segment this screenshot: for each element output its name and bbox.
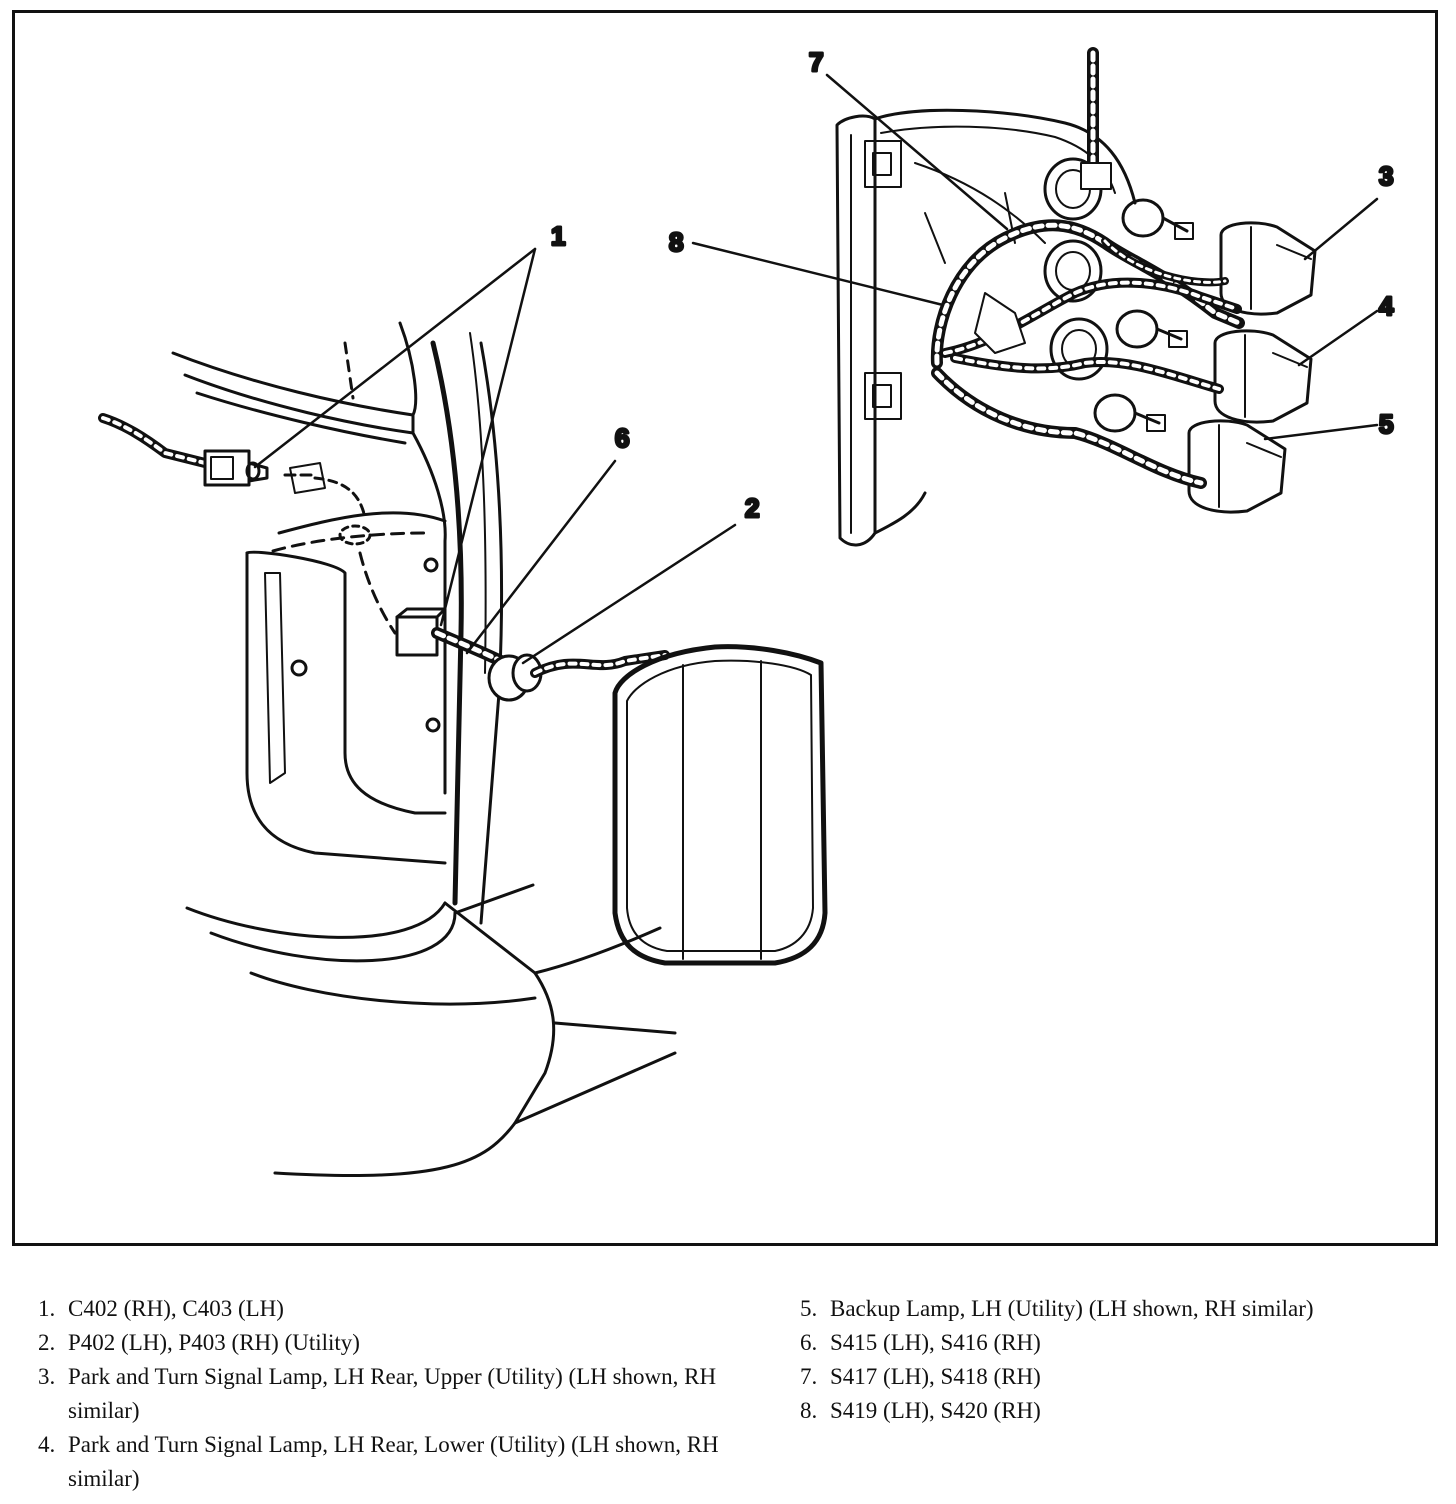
leader-lines	[253, 73, 1379, 665]
vehicle-body	[171, 321, 677, 1178]
socket-housings	[1187, 221, 1317, 514]
callout-2: 2	[745, 493, 759, 523]
legend-number: 1.	[38, 1296, 56, 1321]
callout-7: 7	[809, 47, 823, 77]
legend-text: S415 (LH), S416 (RH)	[830, 1330, 1041, 1355]
legend-item-4: 4. Park and Turn Signal Lamp, LH Rear, L…	[38, 1428, 778, 1496]
leader-1a	[253, 247, 537, 469]
bulbs	[1093, 198, 1194, 433]
leader-1b	[439, 247, 537, 627]
leader-3	[1303, 197, 1379, 261]
callout-labels: 1 2 3 4 5 6 7 8	[550, 46, 1396, 525]
callout-5: 5	[1379, 409, 1393, 439]
leader-6	[465, 459, 617, 655]
legend-text: P402 (LH), P403 (RH) (Utility)	[68, 1330, 360, 1355]
legend-item-1: 1. C402 (RH), C403 (LH)	[38, 1292, 778, 1326]
legend-number: 5.	[800, 1296, 818, 1321]
legend-text: S419 (LH), S420 (RH)	[830, 1398, 1041, 1423]
legend-text: Backup Lamp, LH (Utility) (LH shown, RH …	[830, 1296, 1314, 1321]
leader-8	[691, 241, 945, 307]
harness-center	[395, 607, 670, 702]
tail-lamp-lens	[612, 644, 828, 966]
legend-text: Park and Turn Signal Lamp, LH Rear, Lowe…	[68, 1432, 719, 1491]
callout-8: 8	[669, 227, 683, 257]
legend-column-right: 5. Backup Lamp, LH (Utility) (LH shown, …	[800, 1292, 1456, 1428]
legend-item-7: 7. S417 (LH), S418 (RH)	[800, 1360, 1456, 1394]
legend-item-5: 5. Backup Lamp, LH (Utility) (LH shown, …	[800, 1292, 1456, 1326]
legend-text: Park and Turn Signal Lamp, LH Rear, Uppe…	[68, 1364, 717, 1423]
legend-item-2: 2. P402 (LH), P403 (RH) (Utility)	[38, 1326, 778, 1360]
diagram-frame: 1 2 3 4 5 6 7 8	[12, 10, 1438, 1246]
legend-item-3: 3. Park and Turn Signal Lamp, LH Rear, U…	[38, 1360, 778, 1428]
vertical-harness	[1080, 47, 1112, 190]
harness-left	[98, 413, 269, 487]
legend-item-8: 8. S419 (LH), S420 (RH)	[800, 1394, 1456, 1428]
legend-number: 3.	[38, 1364, 56, 1389]
wiring-diagram: 1 2 3 4 5 6 7 8	[98, 46, 1396, 1178]
leader-4	[1297, 309, 1379, 367]
legend-number: 7.	[800, 1364, 818, 1389]
legend-item-6: 6. S415 (LH), S416 (RH)	[800, 1326, 1456, 1360]
leader-2	[521, 523, 737, 665]
legend-number: 8.	[800, 1398, 818, 1423]
callout-4: 4	[1379, 291, 1394, 321]
callout-3: 3	[1379, 161, 1393, 191]
lamp-harness-loop	[930, 219, 1245, 489]
legend: 1. C402 (RH), C403 (LH) 2. P402 (LH), P4…	[38, 1292, 1448, 1497]
legend-column-left: 1. C402 (RH), C403 (LH) 2. P402 (LH), P4…	[38, 1292, 778, 1496]
callout-6: 6	[615, 423, 629, 453]
legend-text: S417 (LH), S418 (RH)	[830, 1364, 1041, 1389]
leader-5	[1263, 423, 1379, 441]
legend-number: 2.	[38, 1330, 56, 1355]
callout-1: 1	[551, 221, 565, 251]
legend-number: 6.	[800, 1330, 818, 1355]
legend-text: C402 (RH), C403 (LH)	[68, 1296, 284, 1321]
sockets	[1043, 157, 1109, 381]
legend-number: 4.	[38, 1432, 56, 1457]
leader-7	[825, 73, 1009, 231]
